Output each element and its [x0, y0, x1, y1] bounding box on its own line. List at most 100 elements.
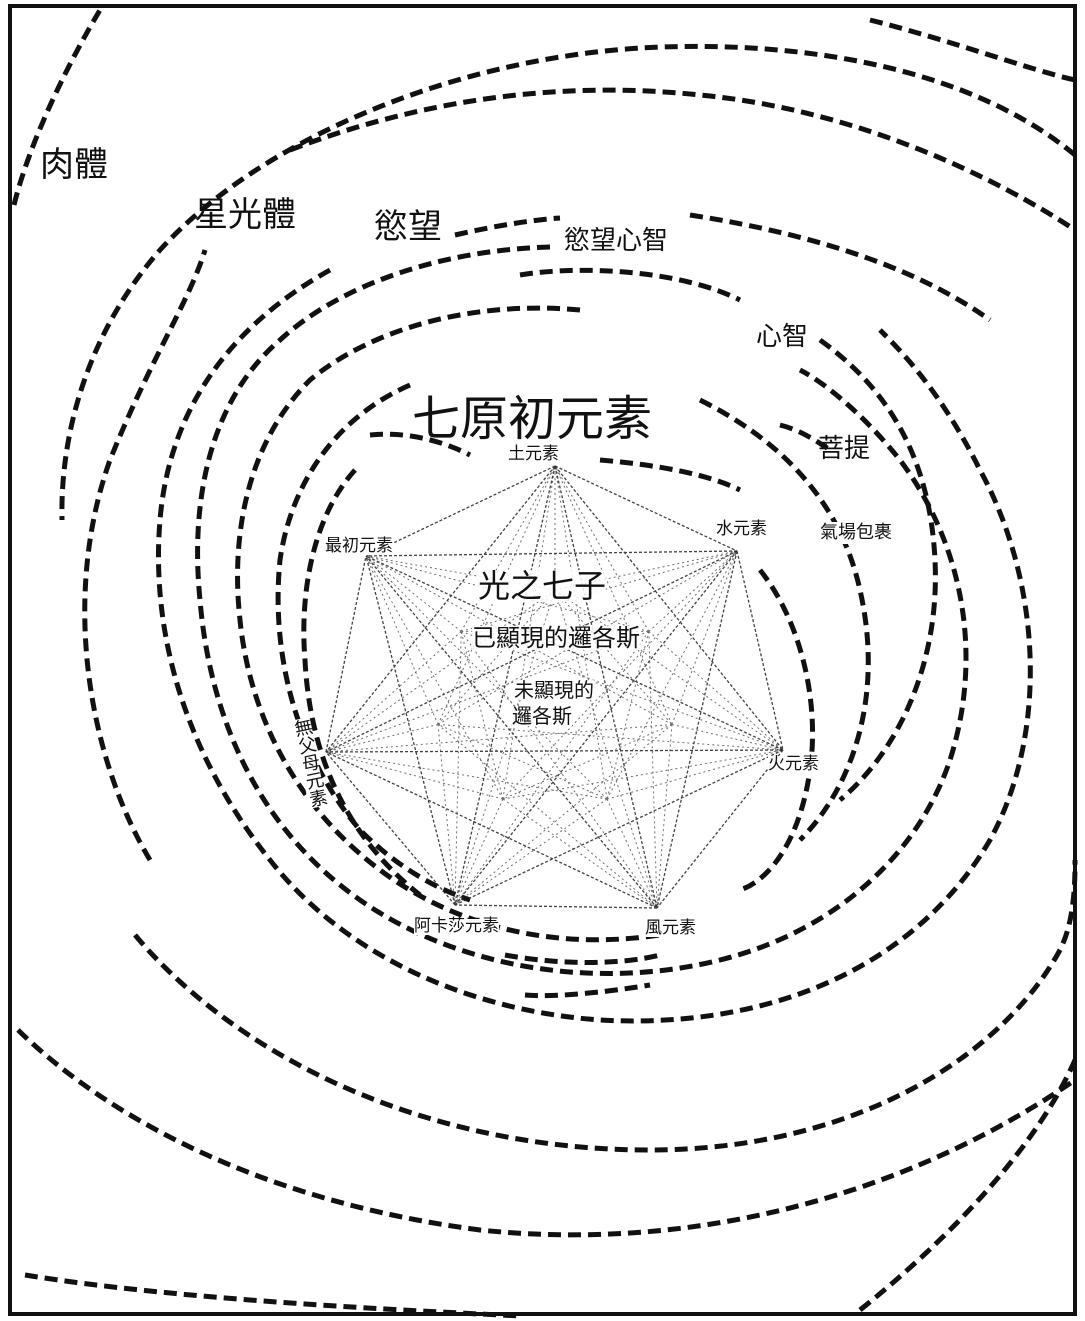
star-line	[656, 550, 738, 909]
star-line	[554, 465, 658, 909]
inner-line	[437, 723, 784, 751]
label-bodhi: 菩提	[818, 434, 871, 464]
dashed-ring-2	[82, 249, 208, 862]
inner-line	[365, 555, 439, 725]
dashed-ring-6-top	[779, 422, 832, 453]
inner-line	[656, 724, 673, 909]
inner-line	[606, 550, 738, 800]
star-line	[325, 749, 784, 753]
inner-line	[502, 798, 658, 909]
label-desire-mind: 慾望心智	[560, 226, 673, 256]
label-water-element: 水元素	[716, 519, 767, 539]
inner-line	[454, 724, 673, 906]
inner-line	[325, 751, 504, 800]
inner-line	[325, 631, 462, 753]
dashed-ring-7-bottom	[524, 982, 651, 999]
star-line	[325, 555, 367, 753]
label-aura: 氣場包裹	[818, 522, 894, 544]
dashed-ring-2-bottom	[133, 859, 1078, 1153]
label-unmanifested-logos-1: 未顯現的	[514, 678, 594, 702]
inner-line	[437, 724, 456, 906]
dashed-arc-outer-right-top	[869, 17, 1076, 83]
inner-line	[502, 550, 738, 800]
dashed-ring-6-bottom	[504, 952, 661, 965]
dashed-ring-3-top	[454, 215, 561, 238]
label-first-element: 最初元素	[325, 536, 393, 556]
star-line	[365, 555, 658, 909]
dashed-ring-5	[235, 305, 661, 943]
inner-line	[454, 631, 462, 906]
dashed-arc-outer-bottomright	[858, 1058, 1078, 1312]
inner-star-line	[437, 724, 608, 800]
inner-line	[554, 465, 650, 632]
star-line	[325, 465, 556, 753]
dashed-ring-7-top	[599, 457, 742, 493]
inner-line	[671, 550, 738, 725]
inner-star-line	[606, 631, 650, 800]
dashed-ring-3-top-right	[689, 212, 992, 323]
star-line	[454, 749, 784, 906]
star-line	[736, 550, 784, 751]
star-line	[454, 904, 658, 909]
label-mind: 心智	[752, 322, 813, 352]
dashed-ring-4	[195, 244, 969, 976]
label-physical-body: 肉體	[40, 145, 108, 185]
inner-line	[325, 723, 439, 753]
outer-frame	[8, 4, 1077, 1316]
label-astral-body: 星光體	[194, 195, 296, 235]
dashed-ring-7-right	[739, 568, 815, 893]
inner-line	[461, 630, 784, 751]
inner-line	[365, 555, 504, 800]
dashed-ring-6	[275, 382, 471, 903]
star-line	[365, 555, 456, 906]
star-line	[365, 550, 738, 557]
inner-line	[454, 798, 504, 906]
inner-line	[502, 465, 556, 800]
star-line	[325, 751, 658, 909]
label-unmanifested-logos-2: 邏各斯	[512, 704, 572, 728]
inner-line	[606, 798, 658, 909]
star-line	[325, 751, 456, 906]
label-fire-element: 火元素	[768, 754, 819, 774]
inner-line	[648, 631, 784, 751]
label-earth-element: 土元素	[508, 444, 559, 464]
dashed-ring-6-right	[698, 397, 871, 842]
inner-line	[554, 465, 608, 800]
inner-line	[460, 465, 556, 632]
dashed-ring-5-right	[818, 337, 938, 802]
inner-star-line	[554, 589, 673, 725]
inner-line	[502, 749, 784, 800]
dashed-ring-7	[301, 468, 422, 897]
inner-line	[365, 555, 556, 591]
star-line	[325, 550, 738, 753]
inner-star-line	[502, 724, 673, 800]
inner-star-line	[460, 631, 504, 800]
dashed-ring-4-top	[519, 267, 742, 303]
label-desire: 慾望	[374, 207, 442, 247]
dashed-ring-2-top	[289, 87, 1077, 233]
inner-line	[554, 465, 673, 725]
star-line	[554, 465, 784, 751]
inner-line	[365, 555, 673, 725]
label-manifested-logos: 已顯現的邏各斯	[472, 624, 640, 652]
inner-line	[454, 798, 608, 906]
heptagram-star	[325, 465, 784, 909]
star-line	[656, 749, 784, 909]
label-seven-primordial-elements: 七原初元素	[412, 391, 653, 447]
label-akasha-element: 阿卡莎元素	[414, 916, 499, 936]
label-air-element: 風元素	[645, 918, 696, 938]
inner-line	[454, 631, 650, 906]
inner-line	[606, 749, 784, 800]
dashed-arc-outer-topleft	[11, 8, 103, 206]
inner-line	[671, 723, 784, 751]
inner-line	[325, 751, 608, 800]
dashed-ring-1-lower	[16, 1028, 1077, 1238]
star-line	[454, 465, 556, 906]
dashed-arc-outer-bottom	[24, 1272, 521, 1319]
inner-line	[648, 631, 658, 909]
star-line	[365, 465, 556, 557]
dashed-ring-7-toprow	[369, 431, 472, 458]
dashed-ring-1	[59, 43, 1077, 521]
inner-line	[648, 550, 738, 632]
